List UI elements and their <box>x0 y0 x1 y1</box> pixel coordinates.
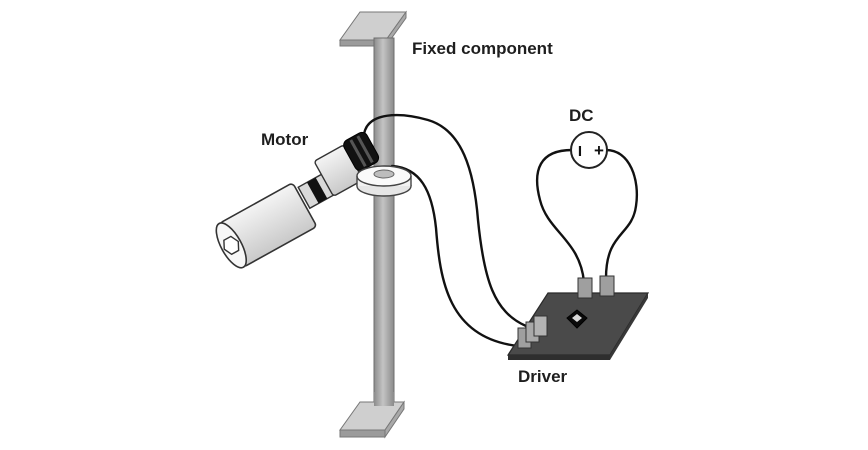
motor-wire-lower <box>390 164 520 348</box>
label-dc: DC <box>569 106 594 125</box>
top-plate <box>339 10 407 48</box>
dc-wires <box>535 148 638 284</box>
vertical-rod <box>373 37 395 413</box>
motor-terminals <box>517 315 548 349</box>
label-motor: Motor <box>261 130 309 149</box>
driver-board <box>506 275 650 360</box>
rod-collar <box>356 165 412 197</box>
dc-wire-left <box>535 148 586 284</box>
dc-wire-right <box>604 148 638 280</box>
dc-source: I + <box>570 131 608 169</box>
battery-negative-symbol: I <box>578 143 582 160</box>
power-terminals <box>577 275 615 299</box>
battery-positive-symbol: + <box>594 141 604 160</box>
motor-driver-wires <box>362 113 528 348</box>
motor <box>215 131 380 269</box>
battery-circle-icon <box>570 131 608 169</box>
label-fixed-component: Fixed component <box>412 39 553 58</box>
hex-socket-icon <box>223 235 240 256</box>
label-driver: Driver <box>518 367 568 386</box>
motor-wire-upper <box>362 113 528 328</box>
bottom-plate <box>339 392 405 439</box>
